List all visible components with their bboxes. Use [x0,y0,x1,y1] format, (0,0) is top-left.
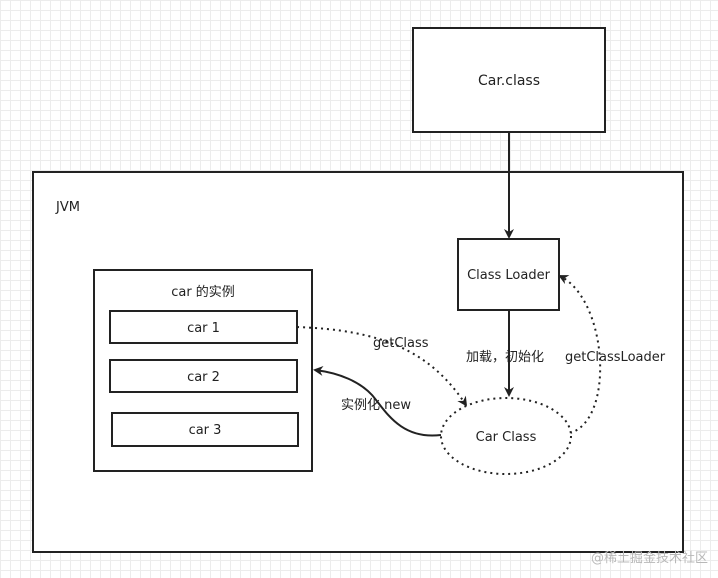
car-class-object-label: Car Class [476,430,537,445]
instance-label-car-1: car 1 [187,321,220,336]
watermark: @稀土掘金技术社区 [591,550,708,566]
car-class-file-label: Car.class [478,73,540,89]
car-class-object-ellipse [440,397,572,475]
car-class-file-box [412,27,606,133]
instance-box-car-2 [109,359,298,393]
instance-label-car-3: car 3 [189,423,222,438]
edge-get-class-label: getClass [373,336,429,351]
instance-label-car-2: car 2 [187,370,220,385]
edge-get-class-loader-label: getClassLoader [565,350,666,365]
edge-instantiate-new [313,365,442,437]
edge-load-init-label: 加载，初始化 [466,350,544,365]
jvm-label: JVM [55,200,80,215]
instance-box-car-3 [111,412,299,447]
edge-get-class-loader [558,275,602,434]
class-loader-label: Class Loader [467,268,551,283]
instances-title: car 的实例 [171,284,235,300]
edge-instantiate-new-label: 实例化 new [341,398,411,413]
